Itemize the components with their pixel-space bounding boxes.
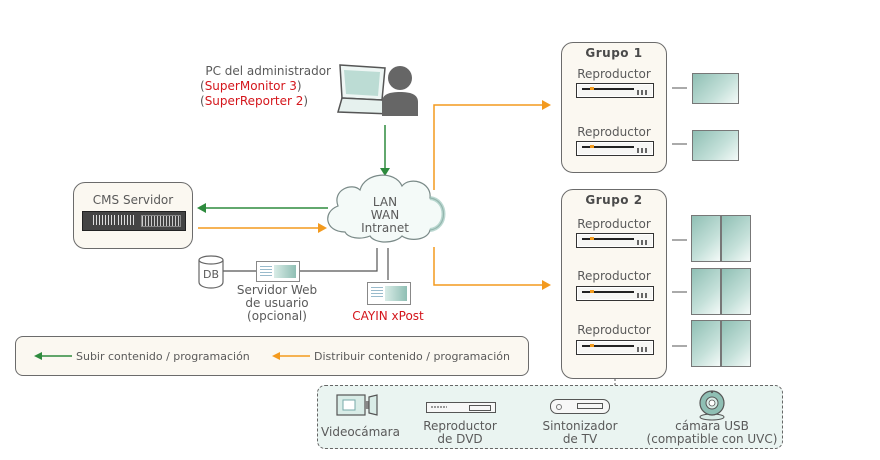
group-1-box: Grupo 1 Reproductor Reproductor xyxy=(561,42,667,173)
admin-pc-icon xyxy=(337,64,418,116)
group-1-title: Grupo 1 xyxy=(585,46,643,60)
legend-upload-label: Subir contenido / programación xyxy=(76,350,250,363)
xpost-label: CAYIN xPost xyxy=(352,309,424,323)
player-device-icon xyxy=(576,286,654,301)
admin-pc-title: PC del administrador xyxy=(205,64,331,78)
xpost-icon xyxy=(367,282,411,305)
display-screen-icon xyxy=(692,73,739,104)
source-label: Sintonizador de TV xyxy=(542,419,618,446)
dual-display-icon xyxy=(691,215,751,262)
dual-display-icon xyxy=(691,320,751,367)
dual-display-icon xyxy=(691,268,751,315)
source-label: Reproductor de DVD xyxy=(423,419,497,446)
dvd-player-icon xyxy=(426,402,496,413)
web-server-icon xyxy=(256,261,300,282)
distribute-legend-arrow-icon xyxy=(272,352,310,360)
upload-legend-arrow-icon xyxy=(34,352,72,360)
network-label: LAN WAN Intranet xyxy=(361,195,409,235)
input-sources-panel: Videocámara Reproductor de DVD Sintoniza… xyxy=(317,385,783,449)
player-label: Reproductor xyxy=(577,269,651,283)
link-network-web-server xyxy=(300,248,378,272)
usb-camera-icon xyxy=(699,390,725,421)
admin-pc-app2: (SuperReporter 2) xyxy=(200,94,309,108)
admin-pc-app1: (SuperMonitor 3) xyxy=(200,79,302,93)
distribute-arrow-to-group2 xyxy=(433,247,544,286)
display-screen-icon xyxy=(692,130,739,161)
tv-tuner-icon xyxy=(550,399,610,414)
player-device-icon xyxy=(576,233,654,248)
legend-distribute-label: Distribuir contenido / programación xyxy=(314,350,510,363)
database-icon xyxy=(198,255,224,289)
source-label: Videocámara xyxy=(321,425,400,439)
arrowhead xyxy=(318,223,327,233)
player-label: Reproductor xyxy=(577,67,651,81)
group-2-title: Grupo 2 xyxy=(585,193,643,207)
player-label: Reproductor xyxy=(577,125,651,139)
arrowhead xyxy=(542,100,551,110)
player-device-icon xyxy=(576,141,654,156)
player-device-icon xyxy=(576,340,654,355)
cms-server-label: CMS Servidor xyxy=(92,193,174,207)
supermonitor-label: SuperMonitor 3 xyxy=(204,79,297,93)
group-2-box: Grupo 2 Reproductor Reproductor Reproduc… xyxy=(561,189,667,379)
web-server-label: Servidor Web de usuario (opcional) xyxy=(236,283,318,323)
arrowhead xyxy=(380,168,390,176)
superreporter-label: SuperReporter 2 xyxy=(204,94,304,108)
player-label: Reproductor xyxy=(577,217,651,231)
arrowhead xyxy=(197,203,206,213)
player-label: Reproductor xyxy=(577,323,651,337)
arrowhead xyxy=(542,280,551,290)
rack-server-icon xyxy=(82,211,186,231)
source-label: cámara USB (compatible con UVC) xyxy=(646,419,778,446)
distribute-arrow-to-group1 xyxy=(433,104,544,190)
player-device-icon xyxy=(576,83,654,98)
legend-box: Subir contenido / programación Distribui… xyxy=(15,336,529,376)
cms-server-box: CMS Servidor xyxy=(73,182,193,249)
network-cloud-icon xyxy=(327,174,446,243)
video-camera-icon xyxy=(336,394,378,416)
database-label: DB xyxy=(202,268,220,281)
admin-pc-label: PC del administrador (SuperMonitor 3) (S… xyxy=(196,64,331,109)
